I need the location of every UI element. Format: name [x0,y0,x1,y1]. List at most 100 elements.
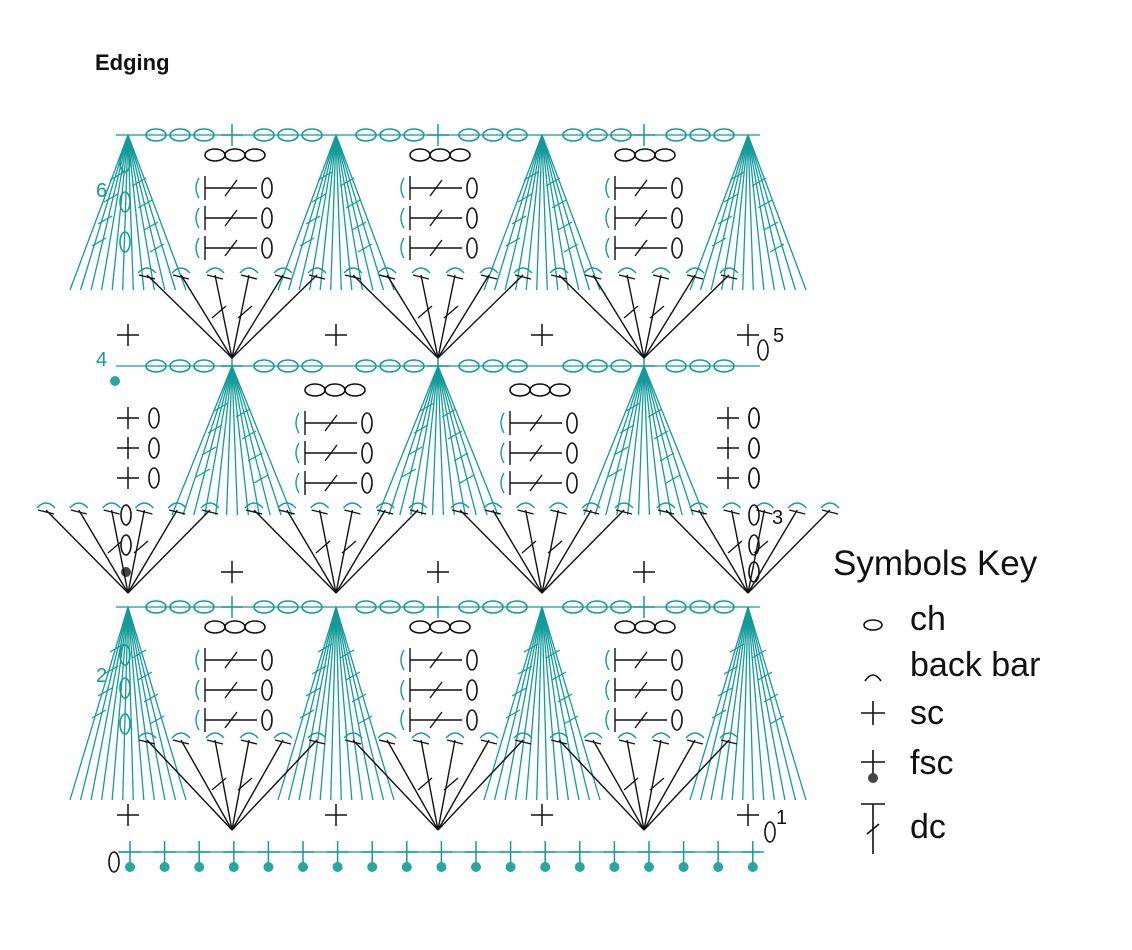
teal-tick [511,215,527,225]
teal-dc-stitch [231,365,271,516]
chain-stitch [671,237,683,259]
teal-dc-stitch [643,365,694,516]
chain-stitch [224,148,246,162]
back-bar-arc [171,267,191,274]
back-bar-arc [787,502,807,509]
teal-dc-stitch [699,606,749,801]
teal-dc-stitch [437,365,466,516]
teal-tick [109,643,125,653]
teal-dc-stitch [335,606,353,801]
dc-top-bar [245,509,263,515]
teal-tick [241,430,257,440]
teal-dc-stitch [111,134,129,291]
back-bar-arc [69,502,89,509]
dc-top-bar [344,274,362,280]
chain-stitch [466,709,478,731]
dc-tick [224,239,238,257]
key-label-back-bar: back bar [910,646,1041,684]
back-bar-arc [583,732,603,739]
chain-stitch [713,600,735,614]
teal-dc-stitch [231,365,282,516]
teal-tick [97,215,113,225]
teal-dc-stitch [699,134,749,291]
chain-stitch [379,600,401,614]
teal-dc-stitch [335,606,395,801]
teal-tick [505,709,521,719]
back-bar-arc [277,502,297,509]
dc-top-bar [720,739,738,745]
dc-tick [417,305,433,319]
dc-top-bar [240,739,258,745]
black-dc-stitch [665,509,749,594]
chain-stitch [748,467,760,489]
teal-dc-stitch [493,134,543,291]
dc-tick [634,179,648,197]
dc-top-bar [378,274,396,280]
dc-top-bar [103,509,120,515]
teal-tick [723,193,739,203]
dc-top-bar [412,739,430,745]
chain-stitch [654,148,676,162]
teal-dc-stitch [483,606,543,801]
dc-tick [417,777,433,791]
chain-stitch [403,359,425,373]
black-stitches [37,176,839,831]
chain-stitch [634,148,656,162]
teal-dc-stitch [171,365,233,516]
chain-stitch [614,148,636,162]
back-bar-arc [656,502,676,509]
black-dc-stitch [180,274,233,359]
teal-dc-stitch [541,134,580,291]
dc-top-bar [201,509,219,515]
chain-stitch [301,128,323,142]
back-bar-arc [411,732,431,739]
dc-top-bar [37,509,55,515]
chain-stitch [193,600,215,614]
dc-top-bar [550,739,568,745]
dc-top-bar [240,274,258,280]
teal-tick [441,408,457,418]
chain-stitch [244,620,266,634]
dc-tick [237,777,253,791]
teal-dc-stitch [335,134,385,291]
chain-stitch [145,359,167,373]
foundation-dot [436,862,447,872]
black-dc-stitch [643,274,730,359]
dc-tick [133,540,149,554]
back-bar-arc [605,709,610,731]
chain-stitch [169,600,191,614]
back-bar-arc [137,267,157,274]
back-bar-arc [408,502,428,509]
dc-tick [649,305,665,319]
dc-top-bar [652,739,670,745]
teal-dc-stitch [127,606,166,801]
black-dc-stitch [45,509,129,594]
teal-dc-stitch [605,365,645,516]
dc-tick [224,651,238,669]
teal-tick [563,243,579,253]
dc-top-bar [206,274,224,280]
teal-tick [447,430,463,440]
teal-dc-stitch [90,606,129,801]
chain-stitch [713,128,735,142]
dc-top-bar [789,509,806,515]
back-bar-arc [581,502,601,509]
teal-tick [517,193,533,203]
chain-stitch [689,359,711,373]
black-dc-stitch [437,274,524,359]
chain-stitch [509,383,531,397]
teal-tick [131,649,147,659]
black-dc-stitch [643,274,696,359]
chain-stitch [610,128,632,142]
chain-stitch [713,359,735,373]
chain-stitch [566,442,578,464]
double-crochet-icon [861,803,885,854]
dc-tick [753,540,769,554]
back-bar-arc [295,442,300,464]
teal-dc-stitch [335,606,342,801]
black-dc-stitch [747,509,798,594]
foundation-dot [194,862,205,872]
dc-tick [623,777,639,791]
teal-tick [757,671,773,681]
